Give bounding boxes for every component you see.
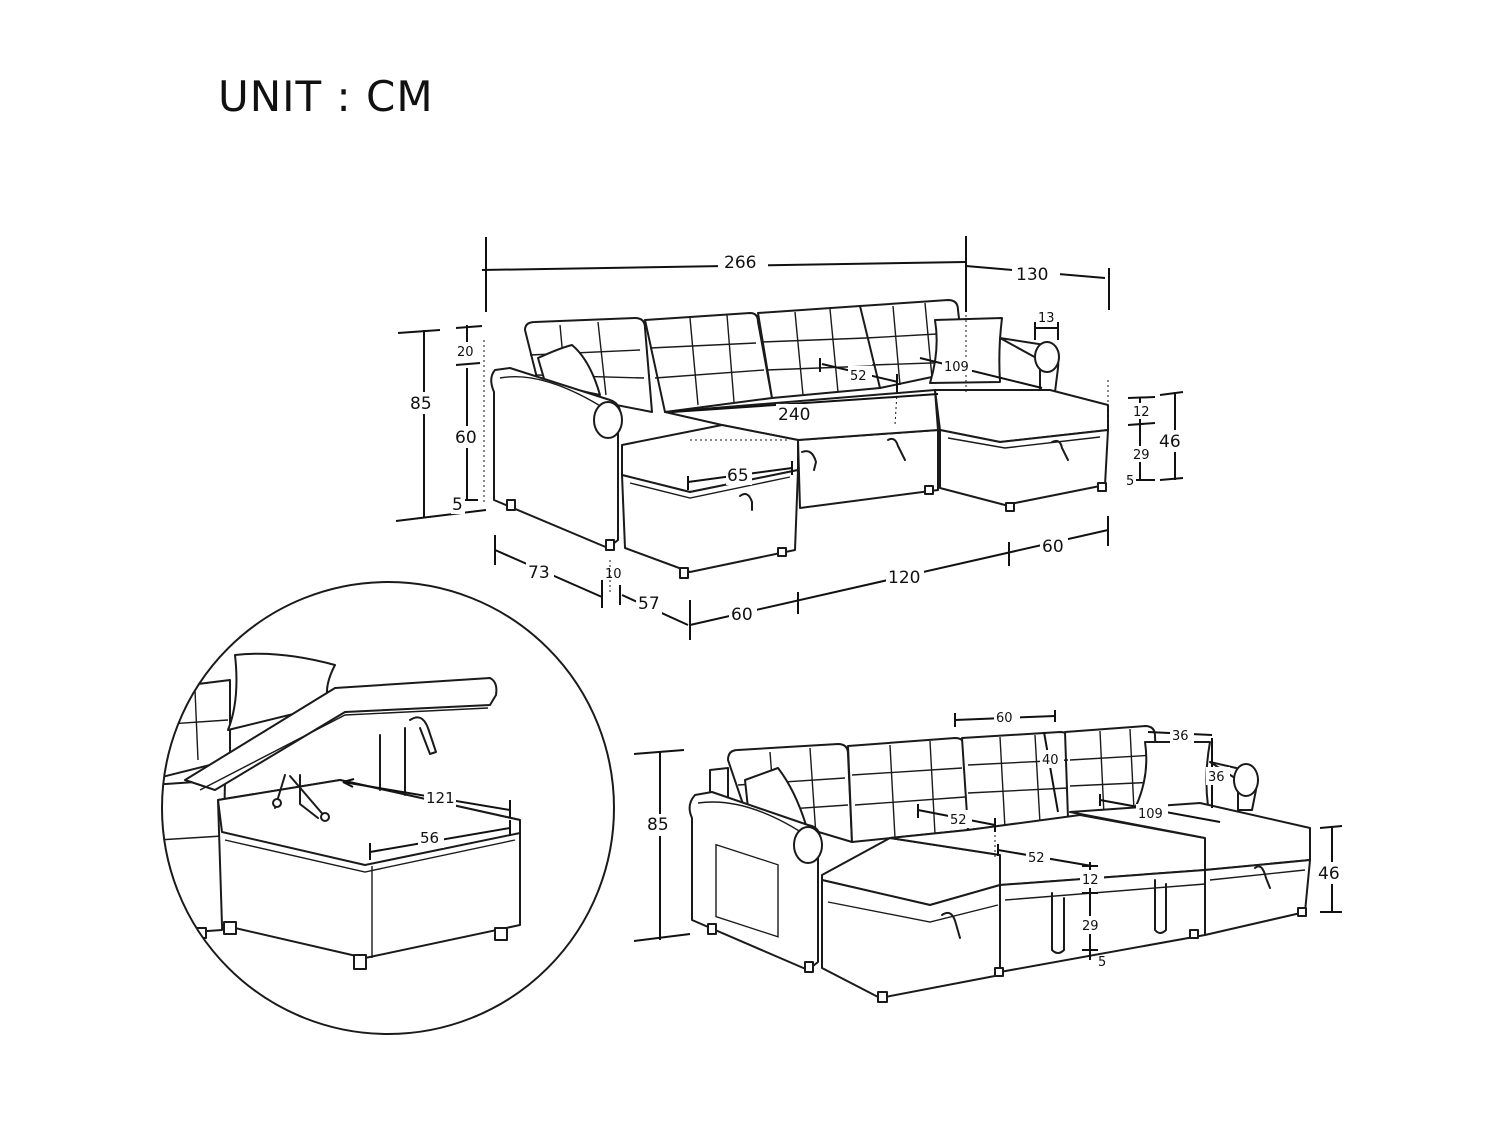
label-back-cushion-height: 40 (1042, 753, 1059, 768)
top-sofa-illustration (490, 299, 1109, 579)
label-chaise-width-left: 60 (731, 605, 753, 625)
label-arm-gap: 10 (605, 567, 622, 582)
bottom-dimension-labels: 85 60 40 36 36 109 52 52 12 29 5 46 (645, 708, 1346, 970)
label-bottom-arm-height: 36 (1208, 770, 1225, 785)
bottom-sofa-illustration (688, 725, 1311, 1003)
label-seat-storage: 29 (1082, 919, 1099, 934)
label-seat-width: 240 (778, 405, 810, 425)
label-cushion-width: 60 (996, 711, 1013, 726)
label-base-depth: 57 (638, 594, 660, 614)
top-dimension-labels: 266 130 85 20 60 5 13 52 109 240 65 12 2… (408, 248, 1183, 625)
label-seat-top: 12 (1082, 873, 1099, 888)
label-bottom-leg-height: 5 (1098, 955, 1106, 970)
label-chaise-width-right: 60 (1042, 537, 1064, 557)
label-ottoman-top: 12 (1133, 405, 1150, 420)
label-storage-width: 56 (420, 829, 439, 847)
label-back-height: 20 (457, 345, 474, 360)
label-middle-width: 120 (888, 568, 920, 588)
label-seat-height: 46 (1159, 432, 1181, 452)
detail-dimension-labels: 121 56 (418, 788, 456, 848)
label-depth: 130 (1016, 265, 1048, 285)
label-seat-depth-b: 52 (1028, 851, 1045, 866)
label-total-length: 266 (724, 253, 756, 273)
storage-detail-illustration (162, 652, 521, 970)
label-bottom-chaise-length: 109 (1138, 807, 1163, 822)
label-ottoman-leg: 5 (1126, 474, 1134, 489)
label-bottom-height: 85 (647, 815, 669, 835)
label-seat-depth-a: 52 (950, 813, 967, 828)
label-bottom-seat-height: 46 (1318, 864, 1340, 884)
label-seat-depth-inner: 52 (850, 369, 867, 384)
detail-circle (161, 581, 615, 1035)
label-arm-height: 60 (455, 428, 477, 448)
label-leg-height: 5 (452, 495, 463, 515)
label-storage-length: 121 (426, 789, 455, 807)
label-arm-width: 73 (528, 563, 550, 583)
label-ottoman-width: 65 (727, 466, 749, 486)
unit-title: UNIT : CM (218, 72, 434, 121)
label-chaise-seat-length: 109 (944, 360, 969, 375)
label-bottom-arm-width: 36 (1172, 729, 1189, 744)
label-ottoman-storage: 29 (1133, 448, 1150, 463)
label-total-height: 85 (410, 394, 432, 414)
label-back-depth: 13 (1038, 311, 1055, 326)
